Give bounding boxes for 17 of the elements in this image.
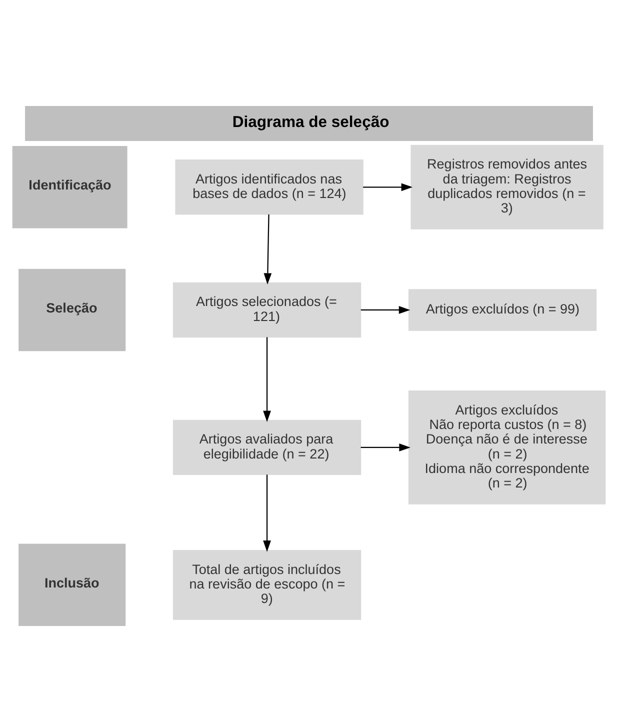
- node-box: Artigos avaliados para elegibilidade (n = 22): [172, 420, 362, 476]
- node-box: Artigos selecionados (= 121): [172, 282, 362, 338]
- arrow: [360, 444, 410, 452]
- diagram-title: Diagrama de seleção: [232, 114, 390, 132]
- arrow: [264, 214, 272, 284]
- node-box: Registros removidos antes da triagem: Registros duplicados removidos (n = 3): [410, 144, 604, 230]
- arrow: [263, 337, 271, 422]
- arrow: [263, 474, 271, 552]
- node-box: Artigos identificados nas bases de dados (n = 124): [175, 160, 364, 215]
- arrow: [360, 306, 410, 314]
- node-box: Artigos excluídos Não reporta custos (n = 8) Doença não é de interesse (n = 2) Idioma não correspondente (n = 2): [408, 390, 606, 504]
- node-box: Identificação: [12, 146, 128, 228]
- node-box: Total de artigos incluídos na revisão de escopo (n = 9): [172, 550, 362, 620]
- node-box: Inclusão: [18, 544, 126, 626]
- node-box: Artigos excluídos (n = 99): [408, 289, 597, 331]
- node-box: Seleção: [18, 268, 126, 352]
- arrow: [363, 183, 413, 192]
